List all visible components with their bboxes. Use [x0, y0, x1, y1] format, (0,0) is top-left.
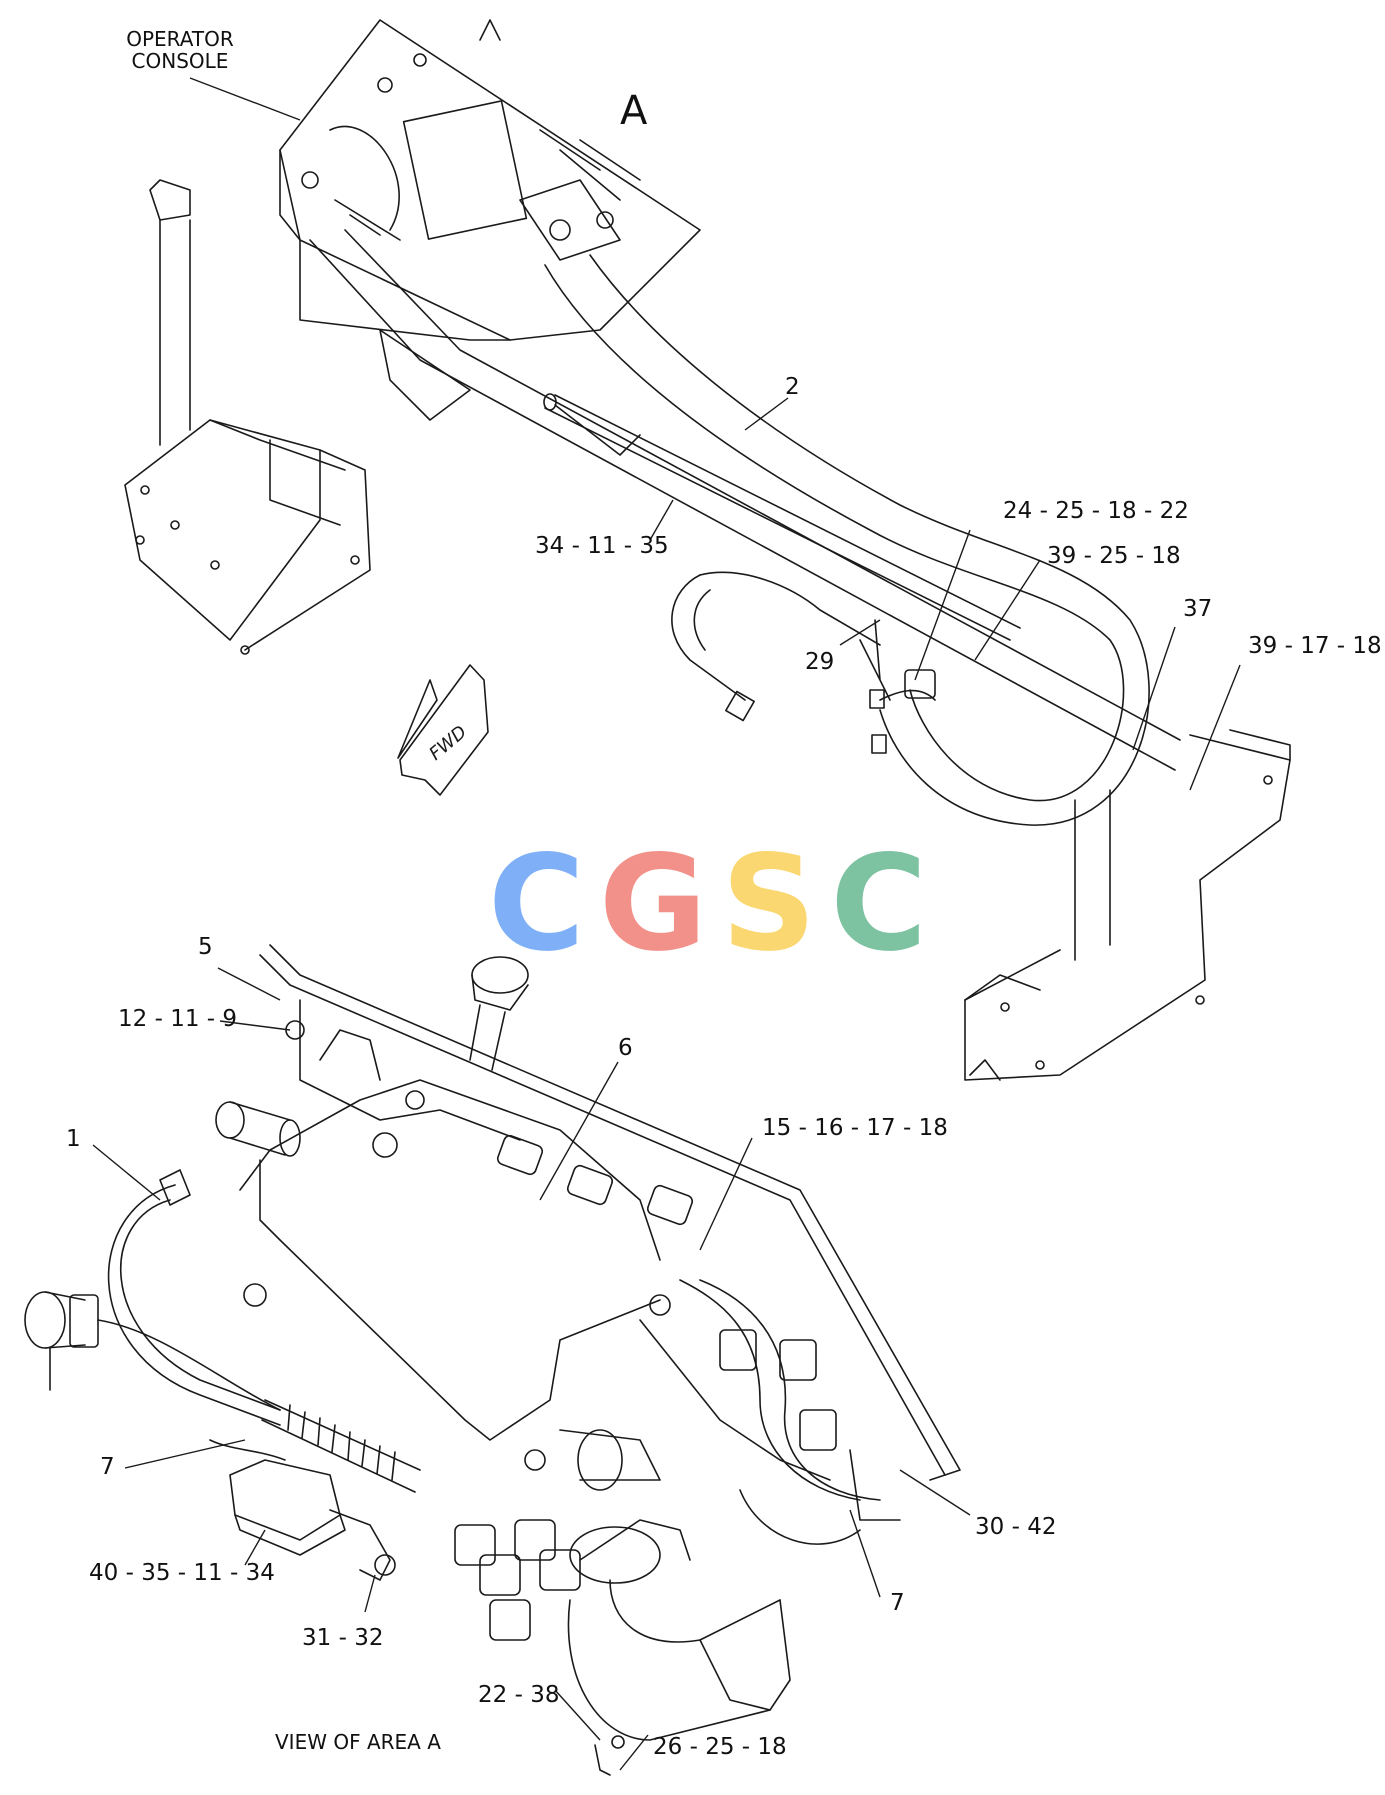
callout-30-42: 30 - 42	[975, 1514, 1057, 1540]
left-support-stand	[124, 179, 371, 655]
rod	[543, 393, 1021, 641]
mounting-bracket	[329, 1509, 396, 1581]
corrugated-harness	[261, 1399, 421, 1493]
callout-26-25-18: 26 - 25 - 18	[653, 1734, 787, 1760]
callout-29: 29	[805, 649, 835, 675]
callout-22-38: 22 - 38	[478, 1682, 560, 1708]
fwd-label: FWD	[425, 722, 471, 765]
module-box	[209, 1439, 346, 1556]
fwd-arrow	[397, 664, 489, 796]
logo-letter-s: S	[721, 827, 831, 981]
right-support-stand	[964, 729, 1291, 1081]
hose-end-clamp	[567, 1519, 791, 1776]
left-wire-loop	[107, 1169, 281, 1426]
callout-37: 37	[1183, 596, 1213, 622]
main-harness-hose	[544, 254, 1150, 826]
watermark-logo: CGSC	[488, 838, 941, 970]
console-frame-detail	[239, 944, 961, 1481]
operator-console-heading: OPERATOR CONSOLE	[126, 27, 234, 73]
operator-console-body	[279, 19, 701, 341]
logo-letter-g: G	[598, 827, 722, 981]
branch-harness	[671, 571, 936, 754]
logo-letter-c2: C	[830, 827, 942, 981]
view-area-label: VIEW OF AREA A	[275, 1730, 441, 1754]
left-connector	[24, 1291, 281, 1411]
callout-7-right: 7	[890, 1590, 905, 1616]
side-cylinder	[215, 1101, 301, 1157]
callout-40-35-11-34: 40 - 35 - 11 - 34	[89, 1560, 275, 1586]
bottom-cylinder	[559, 1429, 661, 1491]
callout-31-32: 31 - 32	[302, 1625, 384, 1651]
callout-6: 6	[618, 1035, 633, 1061]
callout-1: 1	[66, 1126, 81, 1152]
right-harness-detail	[639, 1279, 901, 1545]
leader-lines	[92, 77, 1241, 1771]
callout-39-17-18: 39 - 17 - 18	[1248, 633, 1382, 659]
callout-7-left: 7	[100, 1454, 115, 1480]
callout-5: 5	[198, 934, 213, 960]
callout-2: 2	[785, 374, 800, 400]
console-knob	[469, 956, 529, 1071]
area-letter: A	[620, 88, 648, 134]
relay-cluster	[454, 1519, 581, 1641]
callout-34-11-35: 34 - 11 - 35	[535, 533, 669, 559]
callout-15-16-17-18: 15 - 16 - 17 - 18	[762, 1115, 948, 1141]
logo-letter-c: C	[488, 827, 599, 981]
callout-12-11-9: 12 - 11 - 9	[118, 1006, 238, 1032]
callout-39-25-18: 39 - 25 - 18	[1047, 543, 1181, 569]
callout-24-25-18-22: 24 - 25 - 18 - 22	[1003, 498, 1189, 524]
